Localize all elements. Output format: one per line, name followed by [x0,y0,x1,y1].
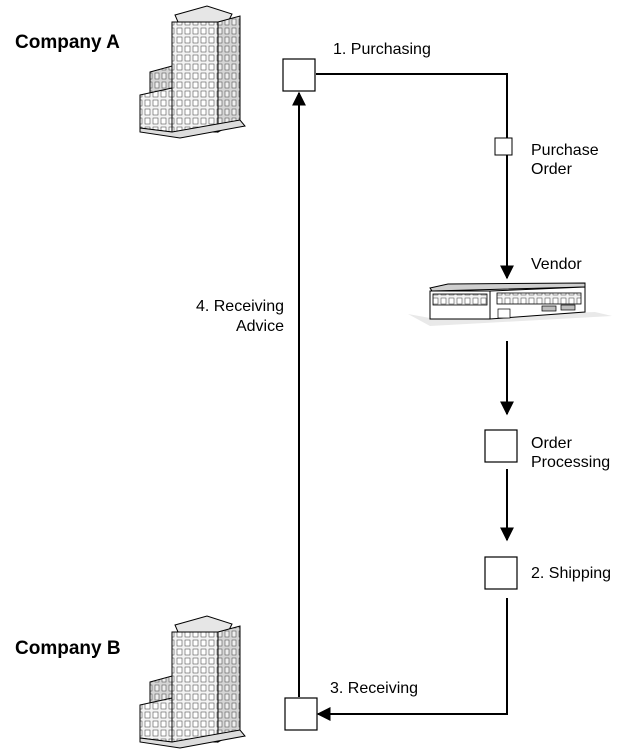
receiving-label: 3. Receiving [330,680,418,697]
vendor-warehouse-icon [408,283,612,326]
company-b-building-icon [140,616,245,748]
company-b-label: Company B [15,638,121,659]
order-processing-label-line1: Order [531,435,573,452]
order-processing-node [485,430,517,462]
flow-purchasing-to-vendor [316,74,507,278]
shipping-label: 2. Shipping [531,565,611,582]
receiving-node [285,698,317,730]
purchase-order-label-line2: Order [531,161,573,178]
purchase-order-document [495,138,512,155]
order-processing-label-line2: Processing [531,454,610,471]
purchasing-node [283,59,315,91]
vendor-label: Vendor [531,256,582,273]
company-a-label: Company A [15,32,120,53]
purchase-order-label-line1: Purchase [531,142,599,159]
purchasing-label: 1. Purchasing [333,41,431,58]
receiving-advice-label-line2: Advice [236,318,284,335]
company-a-building-icon [140,6,245,138]
shipping-node [485,557,517,589]
receiving-advice-label-line1: 4. Receiving [196,298,284,315]
